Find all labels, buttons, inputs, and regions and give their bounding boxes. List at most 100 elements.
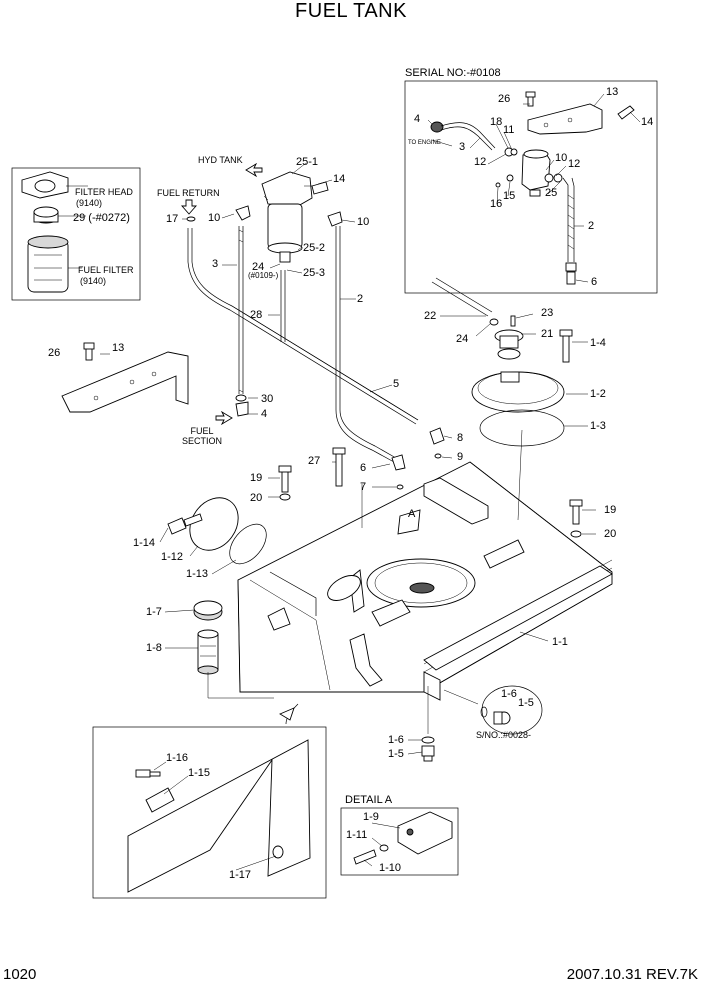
callout: 25-1 bbox=[296, 156, 319, 168]
callout: 9 bbox=[457, 451, 464, 463]
washer-20b bbox=[570, 530, 582, 538]
callout: 10 bbox=[208, 212, 221, 224]
hose-5 bbox=[231, 305, 419, 421]
bolt-1-4 bbox=[559, 329, 573, 363]
fuel-filter bbox=[27, 235, 69, 293]
bolt-19a bbox=[278, 465, 292, 493]
serial-fitting-14 bbox=[617, 105, 635, 120]
main-filter-25 bbox=[261, 171, 313, 263]
callout: 4 bbox=[261, 408, 268, 420]
filter-ring-29 bbox=[33, 206, 59, 224]
callout: 25-2 bbox=[303, 242, 326, 254]
callout: 1-1 bbox=[552, 636, 568, 648]
callout: 21 bbox=[541, 328, 554, 340]
callout: 1-5 bbox=[388, 748, 404, 760]
callout: 1-2 bbox=[590, 388, 606, 400]
callout: 1-4 bbox=[590, 337, 606, 349]
callout: 1-11 bbox=[346, 829, 368, 841]
callout: 6 bbox=[591, 276, 598, 288]
callout: 2 bbox=[357, 293, 364, 305]
callout: 3 bbox=[212, 258, 219, 270]
bolt-23 bbox=[510, 315, 516, 327]
strainer-1-8 bbox=[197, 629, 219, 675]
detail-a-frame bbox=[340, 807, 459, 876]
fuel-section-arrow bbox=[215, 410, 233, 426]
oring-9 bbox=[434, 453, 442, 459]
fitting-30-4 bbox=[235, 394, 249, 417]
plate-1-15 bbox=[145, 787, 175, 813]
callout-29: 29 (-#0272) bbox=[73, 212, 130, 224]
serial-bracket-13 bbox=[527, 103, 603, 135]
callout: 24 bbox=[456, 333, 469, 345]
detail-a-mark: A bbox=[408, 508, 416, 520]
callout: 16 bbox=[490, 198, 503, 210]
callout: 8 bbox=[457, 432, 464, 444]
hyd-tank-arrow bbox=[245, 162, 263, 178]
plate-1-17 bbox=[127, 739, 311, 893]
callout: 1-15 bbox=[188, 767, 211, 779]
callout: 6 bbox=[360, 462, 367, 474]
filter-head-label: FILTER HEAD bbox=[75, 187, 133, 197]
page-number: 1020 bbox=[3, 966, 37, 983]
bolt-19b bbox=[569, 499, 583, 525]
bolt-1-14 bbox=[167, 513, 203, 535]
bolt-1-16 bbox=[135, 769, 161, 778]
tank-sight-ring bbox=[327, 575, 361, 601]
serial-fitting-6 bbox=[565, 262, 577, 285]
callout: 4 bbox=[414, 113, 421, 125]
callout: 1-6 bbox=[388, 734, 404, 746]
fitting-6 bbox=[391, 454, 406, 471]
serial-box-label: SERIAL NO:-#0108 bbox=[405, 67, 501, 79]
callout: 10 bbox=[555, 152, 568, 164]
callout: 24 bbox=[252, 261, 265, 273]
callout: 13 bbox=[112, 342, 125, 354]
callout: 1-3 bbox=[590, 420, 606, 432]
page-title: FUEL TANK bbox=[295, 0, 407, 22]
serial-filter bbox=[521, 149, 551, 197]
fuel-return-label: FUEL RETURN bbox=[157, 188, 220, 198]
callout: 13 bbox=[606, 86, 619, 98]
serial-hose-3 bbox=[440, 122, 496, 149]
oring-1-6 bbox=[421, 736, 435, 744]
pipe-3 bbox=[238, 226, 244, 394]
callout: 22 bbox=[424, 310, 437, 322]
gauge-21 bbox=[494, 329, 524, 360]
fitting-10-right bbox=[327, 211, 343, 227]
callout: 20 bbox=[604, 528, 617, 540]
sno-box-frame bbox=[481, 685, 543, 735]
fitting-10-left bbox=[235, 205, 251, 221]
serial-box-frame bbox=[404, 80, 658, 294]
callout: 14 bbox=[641, 116, 654, 128]
tank-opening bbox=[366, 558, 476, 608]
callout: 1-5 bbox=[518, 697, 534, 709]
callout: 1-7 bbox=[146, 606, 162, 618]
callout: 1-14 bbox=[133, 537, 156, 549]
plug-1-5 bbox=[421, 745, 435, 762]
callout: 1-10 bbox=[379, 862, 402, 874]
callout: 1-8 bbox=[146, 642, 162, 654]
filter-head-number: (9140) bbox=[76, 198, 103, 208]
gasket-1-3 bbox=[479, 409, 565, 447]
callout: 10 bbox=[357, 216, 370, 228]
bracket-13 bbox=[61, 351, 189, 413]
callout: 1-16 bbox=[166, 752, 189, 764]
cover-1-2 bbox=[471, 371, 565, 413]
filter-box-frame bbox=[11, 167, 141, 301]
to-engine-label: TO ENGINE bbox=[408, 140, 441, 146]
washer-20a bbox=[279, 493, 291, 501]
callout: 26 bbox=[48, 347, 61, 359]
callout: 27 bbox=[308, 455, 321, 467]
callout: 1-17 bbox=[229, 869, 252, 881]
detail-a-flag bbox=[397, 509, 421, 535]
callout: 11 bbox=[503, 124, 515, 136]
callout: 19 bbox=[250, 472, 263, 484]
callout: 7 bbox=[360, 481, 367, 493]
filter-head bbox=[21, 171, 69, 199]
callout: 19 bbox=[604, 504, 617, 516]
callout: 1-13 bbox=[186, 568, 209, 580]
fitting-8 bbox=[429, 427, 445, 445]
strainer-cap-1-7 bbox=[193, 600, 223, 621]
fuel-section-label: FUEL SECTION bbox=[182, 426, 223, 446]
callout: 25-3 bbox=[303, 267, 326, 279]
